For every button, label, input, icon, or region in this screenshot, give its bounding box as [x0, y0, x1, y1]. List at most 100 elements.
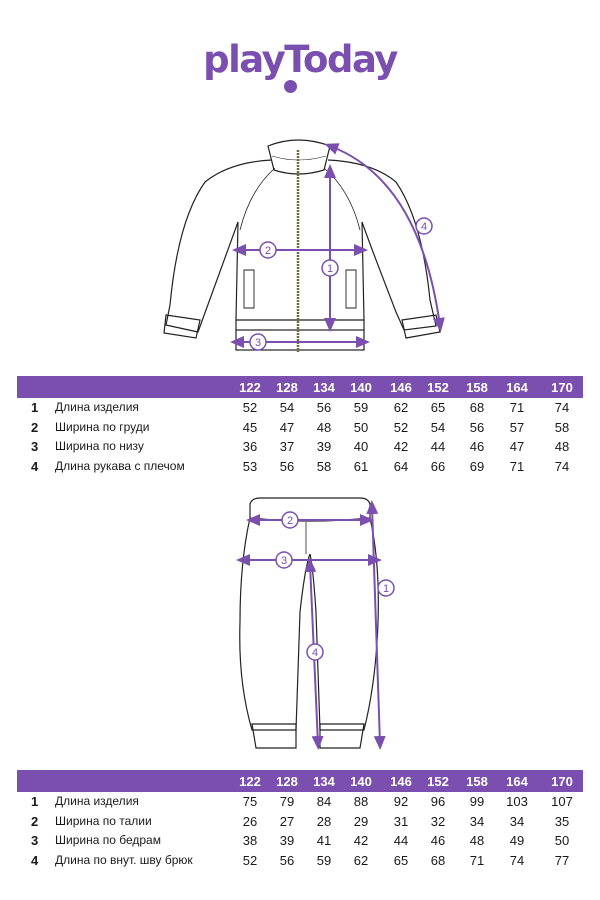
- cell-value: 39: [279, 833, 295, 848]
- size-header: 146: [390, 774, 412, 789]
- row-number: 1: [31, 400, 39, 415]
- cell-value: 88: [353, 794, 369, 809]
- size-header: 170: [551, 380, 573, 395]
- cell-value: 57: [509, 419, 525, 435]
- cell-value: 75: [242, 794, 258, 809]
- cell-value: 36: [242, 439, 258, 454]
- svg-text:1: 1: [327, 263, 333, 275]
- cell-value: 61: [353, 458, 369, 474]
- row-label: Ширина по бедрам: [55, 833, 161, 847]
- size-header: 122: [239, 380, 261, 395]
- cell-value: 50: [353, 419, 369, 435]
- cell-value: 38: [242, 833, 258, 848]
- size-header: 134: [313, 380, 335, 395]
- table-row: 4 Длина по внут. шву брюк 52 56 59 62 65…: [17, 851, 583, 871]
- cell-value: 71: [509, 458, 525, 474]
- brand-logo: playToday: [203, 38, 398, 81]
- size-header: 170: [551, 774, 573, 789]
- cell-value: 47: [509, 439, 525, 454]
- cell-value: 54: [430, 419, 446, 435]
- row-label: Длина изделия: [55, 400, 139, 414]
- svg-text:3: 3: [281, 555, 287, 567]
- size-header: 122: [239, 774, 261, 789]
- row-number: 4: [31, 852, 39, 868]
- cell-value: 77: [554, 852, 570, 868]
- cell-value: 35: [554, 813, 570, 829]
- cell-value: 74: [509, 852, 525, 868]
- cell-value: 39: [316, 439, 332, 454]
- cell-value: 52: [242, 400, 258, 415]
- row-number: 1: [31, 794, 39, 809]
- cell-value: 68: [430, 852, 446, 868]
- pants-size-table: 122 128 134 140 146 152 158 164 170 1 Дл…: [17, 770, 583, 870]
- size-header: 164: [506, 774, 528, 789]
- cell-value: 52: [242, 852, 258, 868]
- cell-value: 58: [316, 458, 332, 474]
- svg-text:3: 3: [255, 337, 261, 349]
- cell-value: 46: [430, 833, 446, 848]
- cell-value: 71: [509, 400, 525, 415]
- cell-value: 64: [393, 458, 409, 474]
- size-header: 128: [276, 380, 298, 395]
- row-number: 3: [31, 439, 39, 454]
- cell-value: 79: [279, 794, 295, 809]
- row-number: 2: [31, 419, 39, 435]
- table-row: 3 Ширина по бедрам 38 39 41 42 44 46 48 …: [17, 831, 583, 851]
- size-header: 140: [350, 774, 372, 789]
- size-header: 158: [466, 380, 488, 395]
- row-label: Длина по внут. шву брюк: [55, 852, 193, 867]
- table-row: 3 Ширина по низу 36 37 39 40 42 44 46 47…: [17, 437, 583, 457]
- cell-value: 74: [554, 458, 570, 474]
- cell-value: 45: [242, 419, 258, 435]
- size-header: 152: [427, 774, 449, 789]
- cell-value: 92: [393, 794, 409, 809]
- cell-value: 41: [316, 833, 332, 848]
- cell-value: 47: [279, 419, 295, 435]
- cell-value: 62: [353, 852, 369, 868]
- pants-marker-2: 2: [281, 511, 299, 529]
- jacket-marker-3: 3: [249, 333, 267, 351]
- cell-value: 44: [430, 439, 446, 454]
- cell-value: 40: [353, 439, 369, 454]
- cell-value: 65: [393, 852, 409, 868]
- svg-text:4: 4: [312, 647, 318, 659]
- svg-text:1: 1: [383, 583, 389, 595]
- cell-value: 96: [430, 794, 446, 809]
- svg-text:2: 2: [265, 245, 271, 257]
- cell-value: 84: [316, 794, 332, 809]
- cell-value: 52: [393, 419, 409, 435]
- cell-value: 59: [316, 852, 332, 868]
- cell-value: 56: [279, 458, 295, 474]
- size-header: 140: [350, 380, 372, 395]
- jacket-marker-4: 4: [415, 217, 433, 235]
- row-label: Ширина по талии: [55, 813, 152, 828]
- cell-value: 66: [430, 458, 446, 474]
- row-label: Ширина по низу: [55, 439, 144, 453]
- cell-value: 37: [279, 439, 295, 454]
- row-label: Длина изделия: [55, 794, 139, 808]
- row-number: 4: [31, 458, 39, 474]
- row-label: Ширина по груди: [55, 419, 150, 434]
- cell-value: 46: [469, 439, 485, 454]
- logo-dot: [284, 80, 297, 93]
- cell-value: 99: [469, 794, 485, 809]
- cell-value: 42: [393, 439, 409, 454]
- cell-value: 32: [430, 813, 446, 829]
- pants-marker-4: 4: [306, 643, 324, 661]
- pants-marker-3: 3: [275, 551, 293, 569]
- cell-value: 58: [554, 419, 570, 435]
- cell-value: 71: [469, 852, 485, 868]
- jacket-drawing: 1 2 3 4: [163, 139, 445, 352]
- row-number: 2: [31, 813, 39, 829]
- svg-text:2: 2: [287, 515, 293, 527]
- cell-value: 44: [393, 833, 409, 848]
- table-row: 1 Длина изделия 52 54 56 59 62 65 68 71 …: [17, 398, 583, 418]
- cell-value: 48: [469, 833, 485, 848]
- cell-value: 34: [509, 813, 525, 829]
- table-row: 1 Длина изделия 75 79 84 88 92 96 99 103…: [17, 792, 583, 812]
- jacket-marker-1: 1: [321, 259, 339, 277]
- cell-value: 49: [509, 833, 525, 848]
- cell-value: 26: [242, 813, 258, 829]
- cell-value: 27: [279, 813, 295, 829]
- size-header: 128: [276, 774, 298, 789]
